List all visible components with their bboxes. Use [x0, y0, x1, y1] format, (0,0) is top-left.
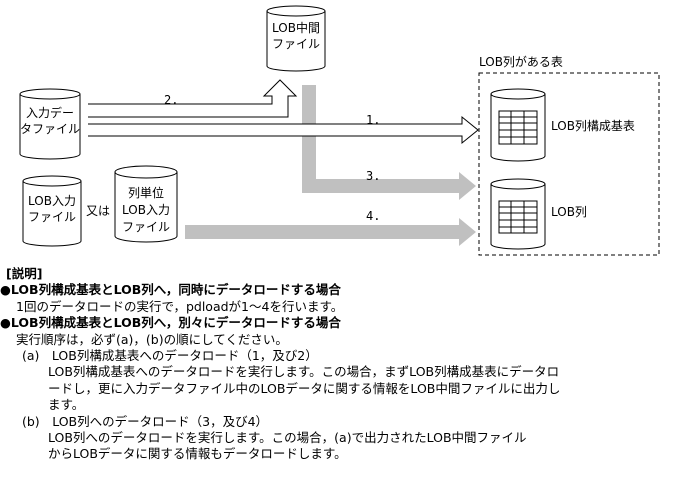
lob-column-grid-icon	[498, 200, 538, 234]
lob-input-file-cylinder	[22, 181, 82, 247]
lob-input-file-label-2: ファイル	[28, 210, 76, 224]
lob-input-file-top	[22, 175, 82, 187]
lob-middle-file: LOB中間 ファイル	[266, 5, 326, 72]
lob-input-file: LOB入力 ファイル	[22, 175, 82, 247]
step-a-line-1: LOB列構成基表へのデータロードを実行します。この場合，まずLOB列構成基表にデ…	[48, 364, 560, 380]
step-a-line-3: ます。	[48, 397, 85, 413]
arrow-2	[88, 79, 298, 118]
table-group-box	[478, 72, 660, 256]
table-group-label: LOB列がある表	[479, 54, 563, 69]
input-data-file-top	[19, 88, 81, 100]
step-label-1: 1.	[366, 113, 380, 127]
explanation: [説明] ●LOB列構成基表とLOB列へ，同時にデータロードする場合 1回のデー…	[0, 266, 673, 463]
input-data-file-cylinder	[19, 94, 81, 160]
lob-column: LOB列	[490, 178, 587, 250]
step-a-line-2: ードし，更に入力データファイル中のLOBデータに関する情報をLOB中間ファイルに…	[48, 380, 561, 396]
column-lob-input-file: 列単位 LOB入力 ファイル	[114, 165, 178, 243]
lob-input-file-label-1: LOB入力	[28, 194, 76, 208]
lob-middle-file-cylinder	[266, 11, 326, 72]
arrow-1	[88, 115, 479, 145]
step-b-title: (b) LOB列へのデータロード（3，及び4）	[22, 413, 269, 429]
column-lob-input-file-top	[114, 165, 178, 179]
step-a-title: (a) LOB列構成基表へのデータロード（1，及び2）	[22, 348, 318, 364]
step-b-line-2: からLOBデータに関する情報もデータロードします。	[48, 446, 347, 462]
lob-column-label: LOB列	[551, 205, 587, 219]
step-label-2: 2.	[164, 93, 178, 107]
column-lob-input-file-cylinder	[114, 172, 178, 243]
lob-middle-file-top	[266, 5, 326, 17]
section-1-heading: ●LOB列構成基表とLOB列へ，同時にデータロードする場合	[0, 282, 341, 298]
arrow-3	[302, 85, 476, 200]
lob-base-table-grid-icon	[498, 110, 538, 145]
section-2-intro: 実行順序は，必ず(a)，(b)の順にしてください。	[16, 331, 288, 347]
column-lob-input-file-label-3: ファイル	[122, 220, 170, 234]
step-b-line-1: LOB列へのデータロードを実行します。この場合，(a)で出力されたLOB中間ファ…	[48, 430, 527, 446]
input-data-file: 入力デー タファイル	[19, 88, 81, 160]
lob-middle-file-label-2: ファイル	[272, 37, 320, 51]
lob-column-top	[490, 178, 546, 190]
arrow-4	[185, 218, 476, 246]
column-lob-input-file-label-1: 列単位	[128, 185, 164, 200]
column-lob-input-file-label-2: LOB入力	[122, 203, 170, 217]
step-label-3: 3.	[366, 169, 380, 183]
section-2-heading: ●LOB列構成基表とLOB列へ，別々にデータロードする場合	[0, 315, 341, 331]
or-label: 又は	[86, 204, 110, 218]
lob-base-table-label: LOB列構成基表	[551, 119, 635, 133]
explanation-title: [説明]	[6, 266, 43, 281]
section-1-body: 1回のデータロードの実行で，pdloadが1～4を行います。	[16, 298, 344, 314]
lob-middle-file-label-1: LOB中間	[272, 20, 320, 35]
data-load-diagram: LOB中間 ファイル 入力デー タファイル LOB入力 ファイル 又は 列単位 …	[19, 5, 660, 256]
lob-base-table: LOB列構成基表	[490, 88, 635, 162]
input-data-file-label-2: タファイル	[20, 122, 80, 136]
step-label-4: 4.	[366, 209, 380, 223]
lob-base-table-top	[490, 88, 546, 100]
input-data-file-label-1: 入力デー	[26, 105, 74, 120]
